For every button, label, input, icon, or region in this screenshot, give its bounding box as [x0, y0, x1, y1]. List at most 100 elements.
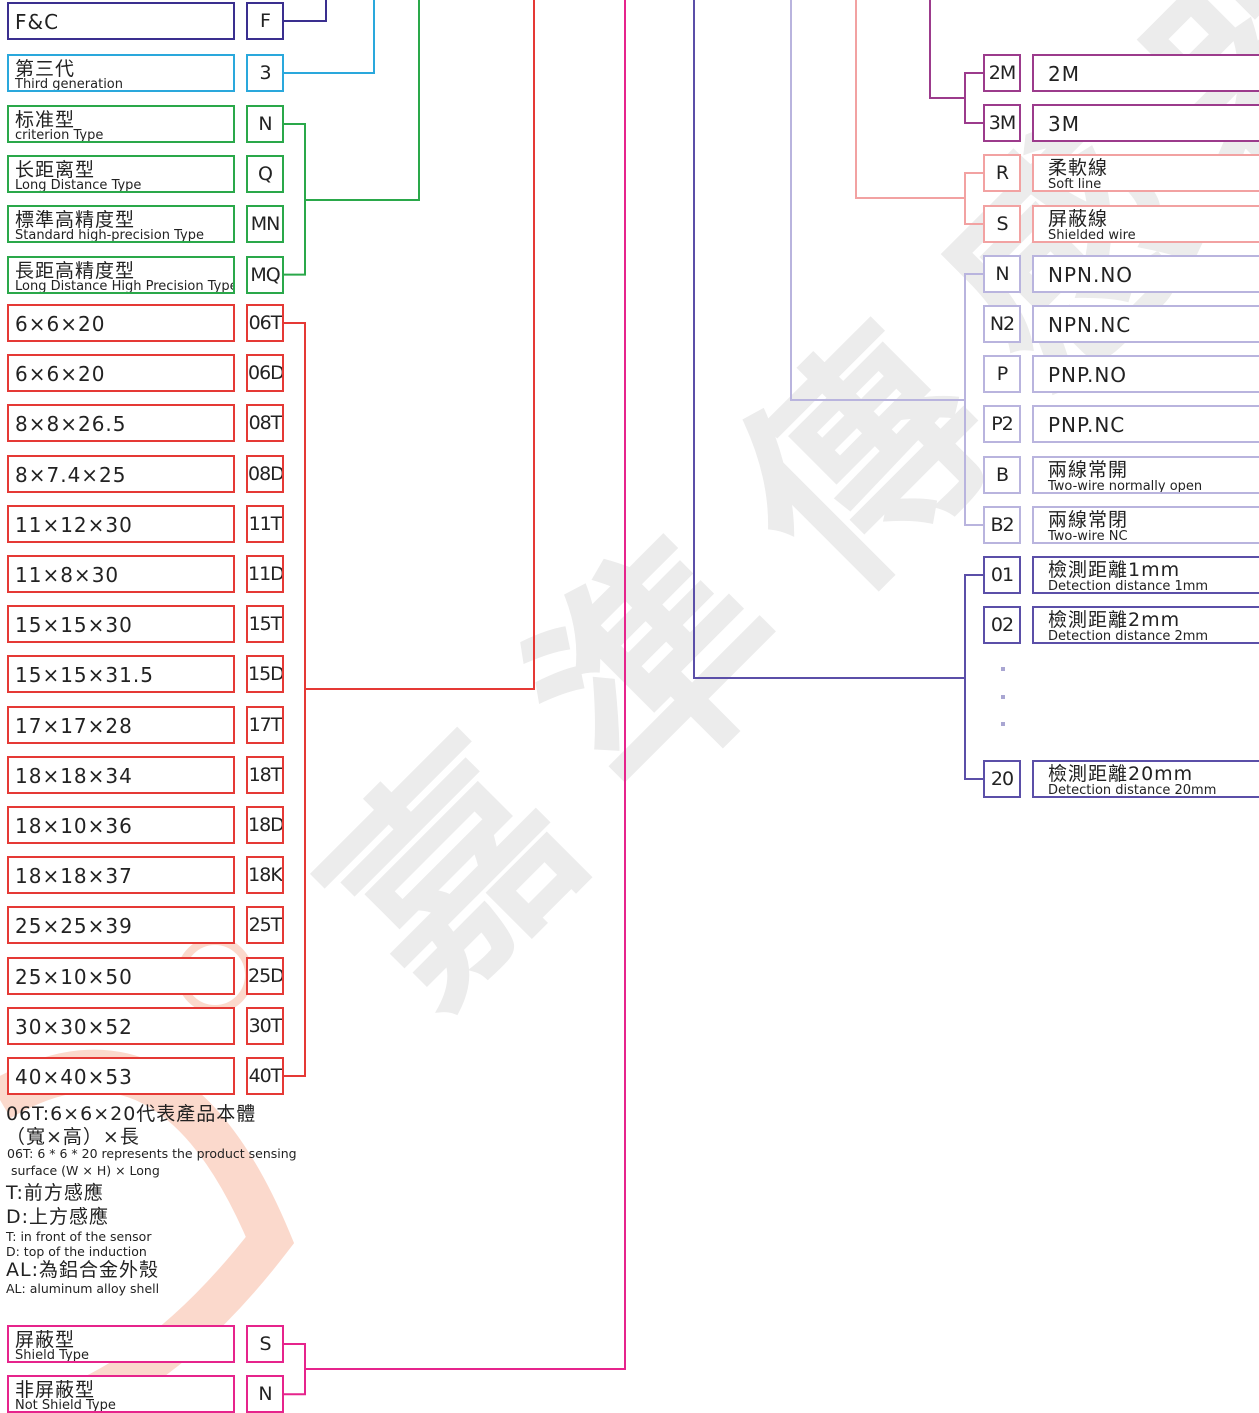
label-en: Two-wire NC: [1048, 529, 1128, 544]
size-label-box: 18×18×37: [7, 856, 235, 895]
output-code-0[interactable]: N: [983, 255, 1021, 293]
size-code-13[interactable]: 25D: [246, 956, 284, 995]
wire-code-1[interactable]: S: [983, 205, 1021, 243]
label-text: 3M: [1048, 112, 1080, 136]
size-code-12[interactable]: 25T: [246, 906, 284, 945]
wire-code-0[interactable]: R: [983, 154, 1021, 192]
size-label-box: 11×12×30: [7, 504, 235, 543]
label-text: 8×8×26.5: [15, 412, 127, 437]
note-line: 06T: 6 * 6 * 20 represents the product s…: [7, 1146, 297, 1161]
label-zh: 檢測距離1mm: [1048, 559, 1181, 581]
size-label-box: 25×25×39: [7, 906, 235, 945]
size-label-box: 6×6×20: [7, 354, 235, 393]
size-label-box: 40×40×53: [7, 1057, 235, 1095]
cable-length-connector: [929, 0, 983, 124]
size-code-0[interactable]: 06T: [246, 304, 284, 342]
type-code-3[interactable]: MQ: [246, 255, 284, 294]
label-text: 25×25×39: [15, 914, 133, 939]
label-en: Detection distance 2mm: [1048, 629, 1209, 644]
output-code-1[interactable]: N2: [983, 305, 1021, 343]
size-label-box: 15×15×30: [7, 605, 235, 644]
label-text: PNP.NO: [1048, 363, 1128, 387]
size-code-15[interactable]: 40T: [246, 1057, 284, 1095]
shield-code-0[interactable]: S: [246, 1325, 284, 1363]
type-code-0[interactable]: N: [246, 105, 284, 143]
size-code-3[interactable]: 08D: [246, 454, 284, 493]
output-label-box: PNP.NC: [1032, 405, 1259, 443]
output-code-2[interactable]: P: [983, 355, 1021, 393]
cable_length-code-1[interactable]: 3M: [983, 104, 1021, 142]
label-en: Soft line: [1048, 177, 1102, 192]
cable_length-label-box: 2M: [1032, 54, 1259, 92]
label-zh: 非屏蔽型: [15, 1379, 96, 1402]
label-text: 30×30×52: [15, 1014, 133, 1039]
label-en: Shielded wire: [1048, 228, 1136, 243]
size-code-10[interactable]: 18D: [246, 806, 284, 844]
distance-code-0[interactable]: 01: [983, 556, 1021, 594]
label-zh: 柔軟線: [1048, 157, 1109, 179]
size-label-box: 8×7.4×25: [7, 454, 235, 493]
label-zh: 檢測距離2mm: [1048, 609, 1181, 631]
size-label-box: 17×17×28: [7, 705, 235, 744]
size-label-box: 18×18×34: [7, 755, 235, 794]
type-connector: [284, 0, 420, 276]
distance-code-1[interactable]: 02: [983, 606, 1021, 644]
note-line: AL: aluminum alloy shell: [6, 1281, 160, 1296]
size-code-14[interactable]: 30T: [246, 1006, 284, 1045]
label-text: 8×7.4×25: [15, 462, 127, 487]
output-code-3[interactable]: P2: [983, 405, 1021, 443]
size-code-9[interactable]: 18T: [246, 755, 284, 794]
note-line: D: top of the induction: [6, 1244, 147, 1259]
label-text: PNP.NC: [1048, 413, 1126, 437]
label-zh: 兩線常開: [1048, 459, 1129, 481]
distance-code-2[interactable]: 20: [983, 760, 1021, 798]
output-label-box: PNP.NO: [1032, 355, 1259, 393]
ellipsis-dot: [1001, 722, 1005, 726]
output-label-box: NPN.NO: [1032, 255, 1259, 293]
output-code-5[interactable]: B2: [983, 506, 1021, 544]
brand-connector: [284, 0, 327, 22]
size-code-1[interactable]: 06D: [246, 354, 284, 393]
cable_length-label-box: 3M: [1032, 104, 1259, 142]
brand-code-0[interactable]: F: [246, 2, 284, 40]
size-code-8[interactable]: 17T: [246, 705, 284, 744]
generation-code-0[interactable]: 3: [246, 54, 284, 92]
size-code-6[interactable]: 15T: [246, 605, 284, 644]
label-text: 15×15×31.5: [15, 663, 154, 688]
size-code-7[interactable]: 15D: [246, 655, 284, 694]
note-line: （寬×高）×長: [6, 1126, 140, 1148]
label-en: Long Distance Type: [15, 178, 142, 194]
size-label-box: 11×8×30: [7, 555, 235, 593]
label-text: 18×18×34: [15, 763, 133, 788]
shield-code-1[interactable]: N: [246, 1375, 284, 1413]
label-text: 17×17×28: [15, 713, 133, 738]
label-en: Detection distance 1mm: [1048, 579, 1209, 594]
label-en: Not Shield Type: [15, 1398, 116, 1413]
size-connector: [284, 0, 535, 1077]
size-code-11[interactable]: 18K: [246, 856, 284, 895]
type-code-2[interactable]: MN: [246, 205, 284, 244]
output-connector: [790, 0, 983, 526]
size-code-5[interactable]: 11D: [246, 555, 284, 593]
output-code-4[interactable]: B: [983, 456, 1021, 494]
label-text: 11×12×30: [15, 512, 133, 537]
ellipsis-dot: [1001, 695, 1005, 699]
size-code-4[interactable]: 11T: [246, 504, 284, 543]
label-text: 2M: [1048, 62, 1080, 86]
label-zh: 长距离型: [15, 159, 96, 182]
cable_length-code-0[interactable]: 2M: [983, 54, 1021, 92]
label-text: 15×15×30: [15, 613, 133, 638]
note-line: T:前方感應: [6, 1182, 104, 1204]
size-label-box: 18×10×36: [7, 806, 235, 844]
size-label-box: 6×6×20: [7, 304, 235, 342]
brand-label-box: F&C: [7, 2, 235, 40]
label-en: Standard high-precision Type: [15, 228, 204, 244]
size-code-2[interactable]: 08T: [246, 404, 284, 443]
type-code-1[interactable]: Q: [246, 155, 284, 194]
label-text: 25×10×50: [15, 964, 133, 989]
